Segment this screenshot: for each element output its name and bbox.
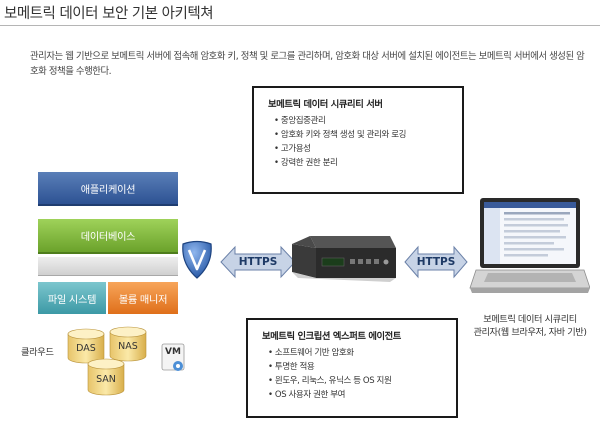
https-label: HTTPS (238, 256, 278, 268)
agent-feature-item: OS 사용자 권한 부여 (268, 388, 456, 402)
das-label: DAS (76, 343, 96, 354)
https-arrow-left: HTTPS (220, 244, 296, 280)
laptop-icon (469, 198, 590, 293)
agent-callout: 보메트릭 인크립션 엑스퍼트 에이전트 소프트웨어 기반 암호화 투명한 적용 … (246, 318, 458, 418)
agent-callout-title: 보메트릭 인크립션 엑스퍼트 에이전트 (262, 331, 401, 342)
laptop-caption: 보메트릭 데이터 시큐리티 관리자(웹 브라우저, 자바 기반) (462, 313, 598, 339)
agent-feature-item: 투명한 적용 (268, 360, 456, 374)
os-layer (38, 257, 178, 275)
nas-label: NAS (118, 341, 138, 352)
https-label: HTTPS (416, 256, 456, 268)
server-appliance-icon (292, 236, 396, 282)
agent-feature-item: 소프트웨어 기반 암호화 (268, 346, 456, 360)
database-layer: 데이터베이스 (38, 219, 178, 252)
laptop-caption-line: 관리자(웹 브라우저, 자바 기반) (473, 327, 587, 338)
page-title: 보메트릭 데이터 보안 기본 아키텍쳐 (4, 6, 214, 22)
shield-v-icon (182, 240, 212, 279)
volume-manager-layer: 볼륨 매니저 (108, 282, 178, 314)
double-arrow-icon (404, 245, 468, 279)
agent-feature-item: 윈도우, 리눅스, 유닉스 등 OS 지원 (268, 374, 456, 388)
server-callout-title: 보메트릭 데이터 시큐리티 서버 (268, 99, 383, 110)
https-arrow-right: HTTPS (404, 244, 468, 280)
cloud-label: 클라우드 (21, 347, 54, 358)
laptop-caption-line: 보메트릭 데이터 시큐리티 (483, 314, 577, 325)
filesystem-layer: 파일 시스템 (38, 282, 106, 314)
vm-label: VM (165, 347, 181, 357)
storage-cylinder-icon (67, 326, 147, 396)
application-layer: 애플리케이션 (38, 172, 178, 204)
intro-text: 관리자는 웹 기반으로 보메트릭 서버에 접속해 암호화 키, 정책 및 로그를… (30, 51, 585, 77)
server-feature-item: 중앙집중관리 (274, 114, 462, 128)
server-feature-item: 암호화 키와 정책 생성 및 관리와 로깅 (274, 128, 462, 142)
server-feature-item: 강력한 권한 분리 (274, 156, 462, 170)
server-feature-list: 중앙집중관리 암호화 키와 정책 생성 및 관리와 로깅 고가용성 강력한 권한… (274, 114, 462, 170)
vm-box-icon (161, 343, 185, 371)
agent-feature-list: 소프트웨어 기반 암호화 투명한 적용 윈도우, 리눅스, 유닉스 등 OS 지… (268, 346, 456, 402)
server-feature-item: 고가용성 (274, 142, 462, 156)
storage-group: DAS NAS SAN (66, 326, 162, 400)
vm-icon: VM (160, 342, 188, 374)
server-callout: 보메트릭 데이터 시큐리티 서버 중앙집중관리 암호화 키와 정책 생성 및 관… (252, 86, 464, 194)
title-divider (0, 25, 600, 26)
san-label: SAN (96, 374, 116, 385)
